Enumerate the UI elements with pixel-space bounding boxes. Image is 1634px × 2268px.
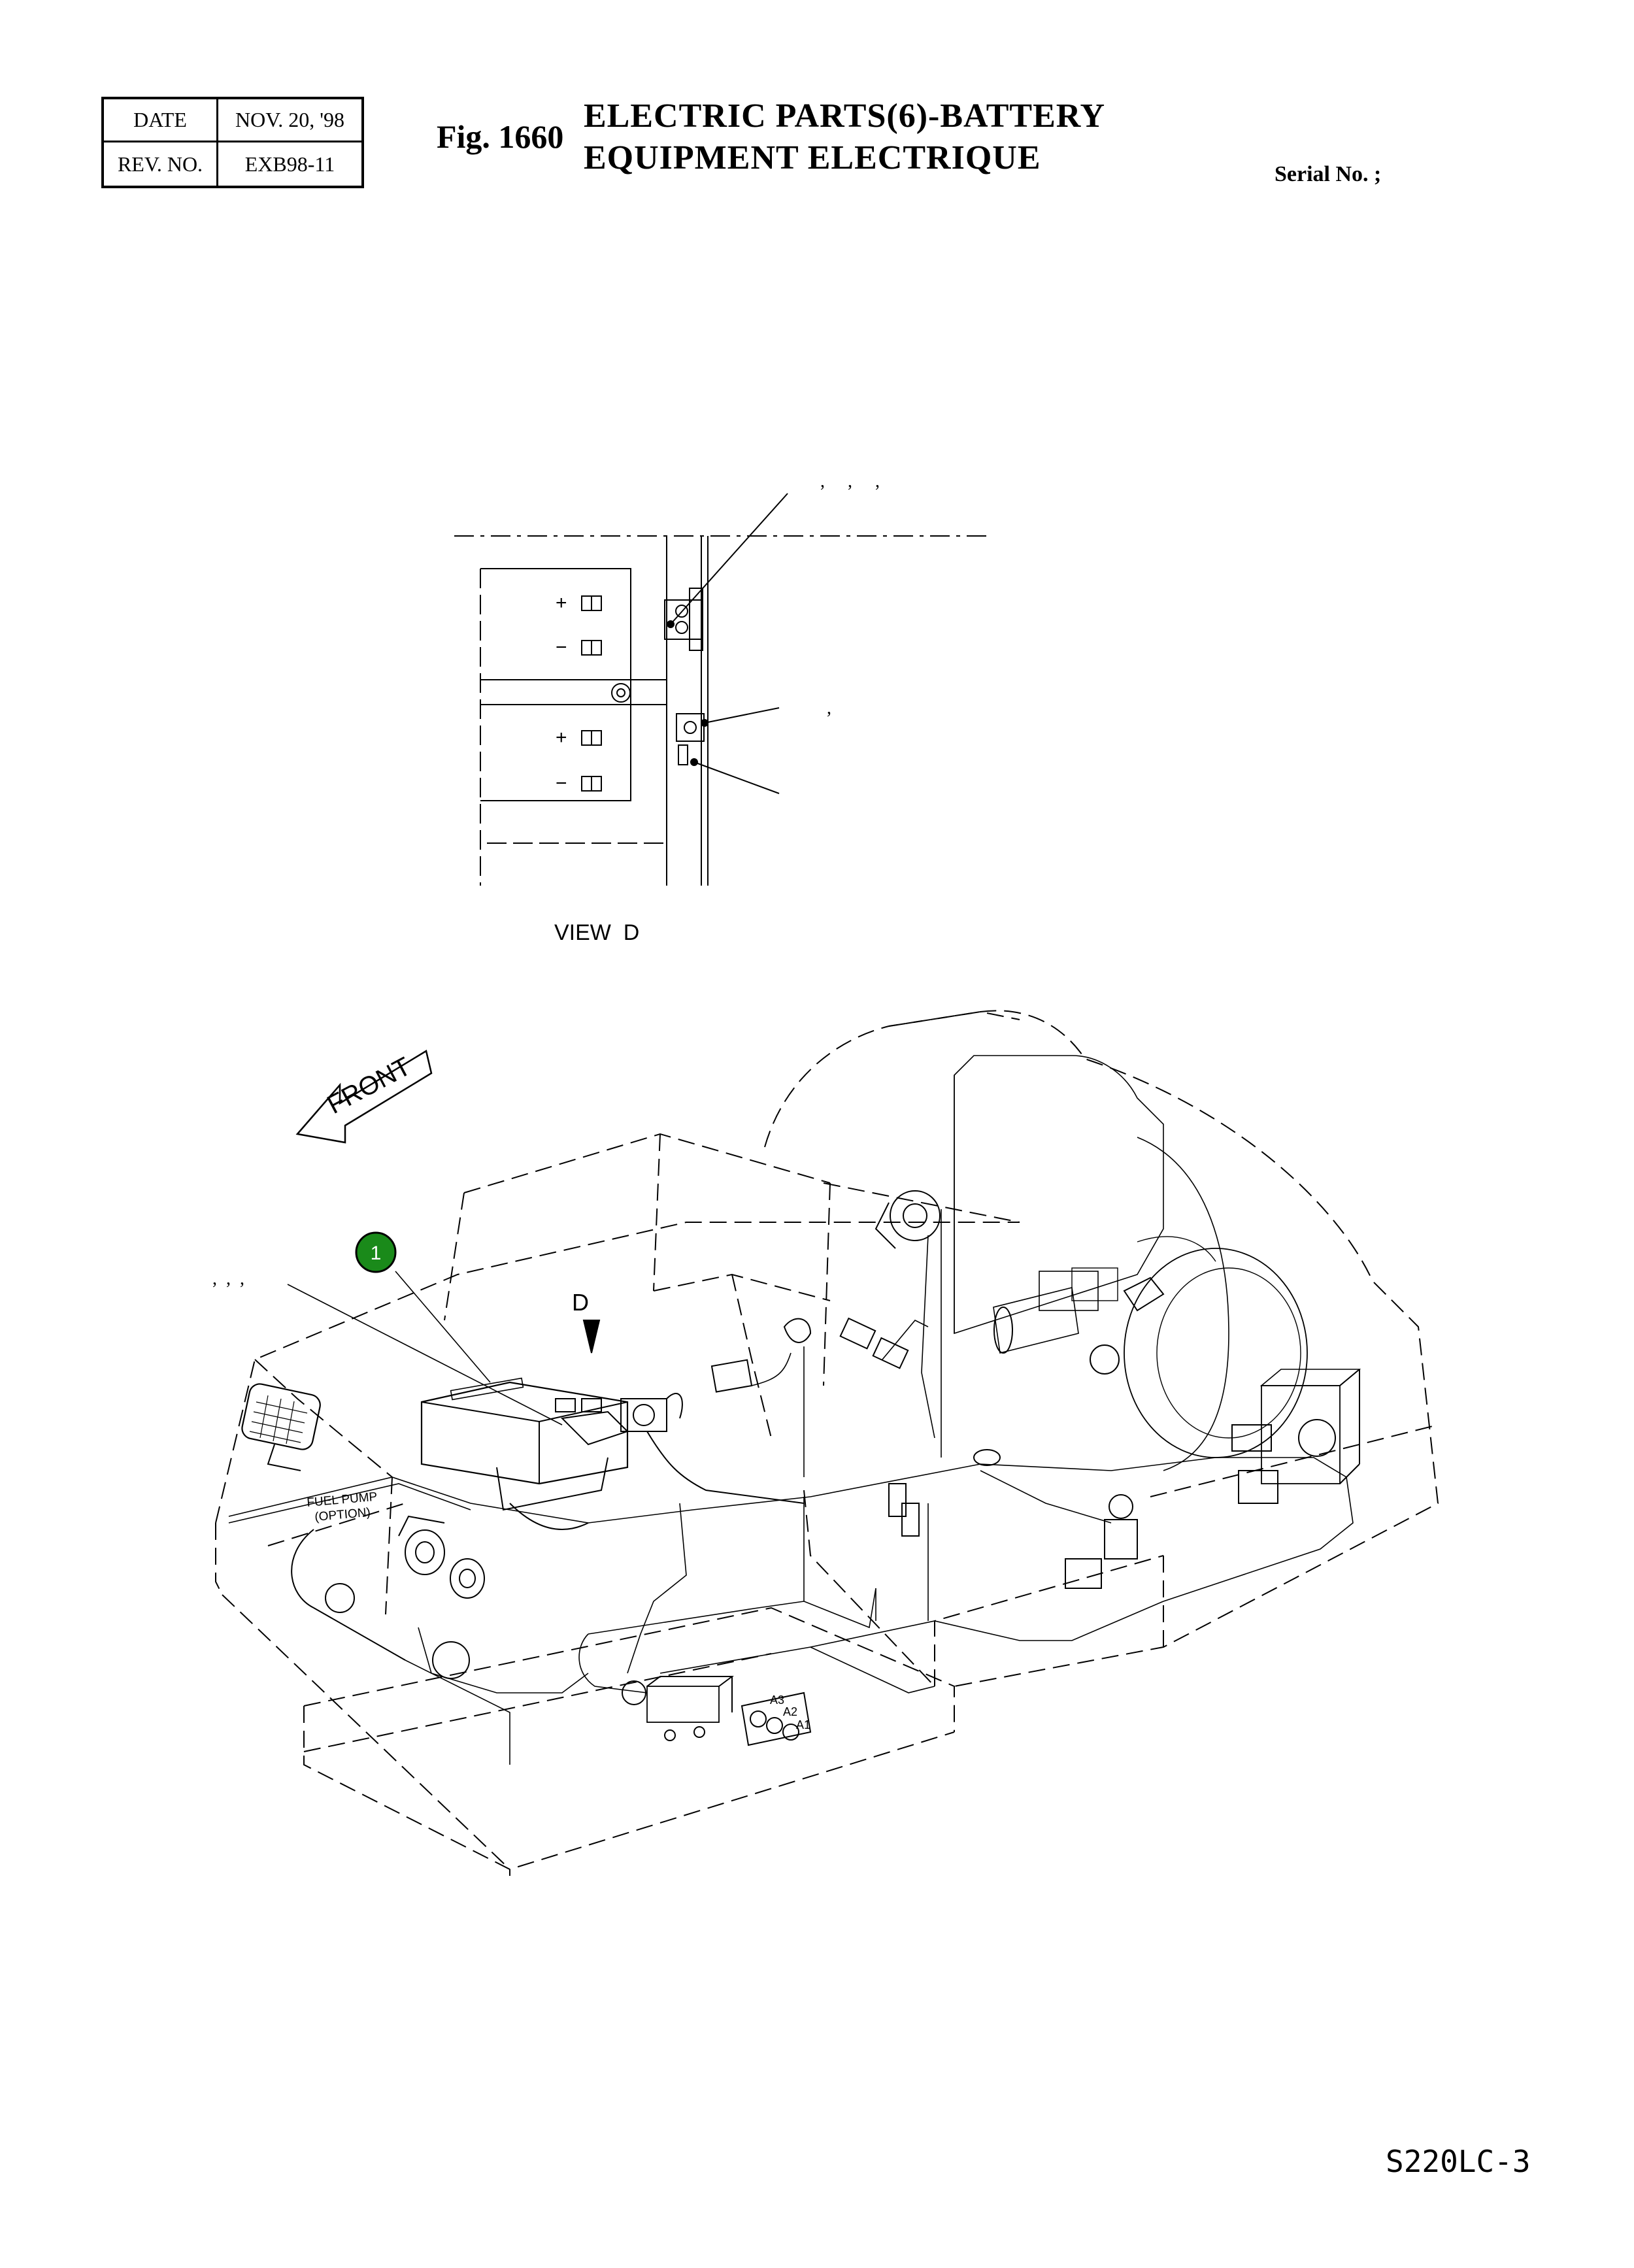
callout-number: 1 [371,1242,382,1264]
page-subtitle: EQUIPMENT ELECTRIQUE [584,139,1041,176]
battery [420,1377,805,1530]
plus-sign-1: + [556,592,567,614]
view-d-detail: + − + − , , , , VIEW D [454,471,987,945]
left-callout-commas: , , , [212,1269,244,1289]
callout-bubble-fill [355,1231,397,1273]
date-value: NOV. 20, '98 [218,99,361,142]
horn-icon [398,1515,485,1599]
minus-sign-1: − [556,637,567,658]
front-arrow-icon: FRONT [295,1050,433,1144]
date-label: DATE [104,99,218,142]
rev-label: REV. NO. [104,142,218,186]
work-light-icon [241,1383,321,1471]
rev-value: EXB98-11 [244,152,335,176]
terminal-label-a2: A2 [783,1705,797,1718]
engine [875,1055,1361,1504]
page-title: ELECTRIC PARTS(6)-BATTERY [584,97,1106,135]
serial-number-label: Serial No. ; [1275,162,1382,186]
view-d-callout-mid: , [827,698,831,718]
callout-bubble-1: 1 [355,1231,397,1273]
front-label: FRONT [323,1052,416,1120]
view-d-direction-label: D [572,1289,589,1316]
view-d-label: VIEW D [554,920,639,945]
main-isometric-view: FRONT [212,1010,1439,1876]
terminal-label-a3: A3 [770,1693,784,1707]
view-d-arrow-icon: D [572,1289,601,1354]
figure-number: Fig. 1660 [437,118,564,155]
terminal-block: A3 A2 A1 [741,1692,812,1746]
minus-sign-2: − [556,773,567,794]
model-number: S220LC-3 [1386,2144,1531,2179]
view-d-callout-top: , , , [820,471,880,492]
plus-sign-2: + [556,727,567,748]
terminal-label-a1: A1 [796,1718,810,1731]
revision-table: DATE NOV. 20, '98 REV. NO. EXB98-11 [101,97,364,188]
